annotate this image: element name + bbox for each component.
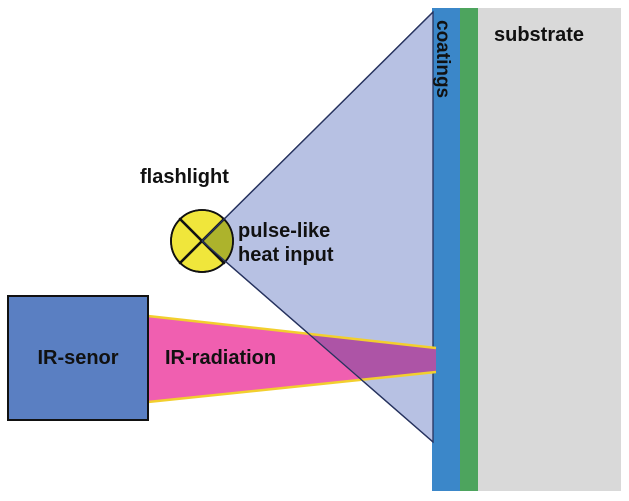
substrate-layer: [478, 8, 621, 491]
coating-layer-blue: [432, 8, 460, 491]
flashlight-cone-overlap: [202, 219, 233, 262]
label-pulse-like: pulse-like: [238, 220, 330, 242]
label-heat-input: heat input: [238, 244, 334, 266]
ir-sensor-box: [7, 295, 149, 421]
label-flashlight: flashlight: [140, 166, 229, 188]
coating-layer-green: [460, 8, 478, 491]
label-coatings: coatings: [432, 20, 453, 98]
ir-beam: [148, 316, 436, 402]
label-ir-sensor: IR-senor: [37, 347, 118, 369]
flash-light-cone-edges: [201, 11, 434, 443]
flashlight-bulb-rim: [170, 209, 234, 273]
label-substrate: substrate: [494, 24, 584, 46]
ir-beam-outline: [147, 314, 437, 404]
label-ir-radiation: IR-radiation: [165, 347, 276, 369]
